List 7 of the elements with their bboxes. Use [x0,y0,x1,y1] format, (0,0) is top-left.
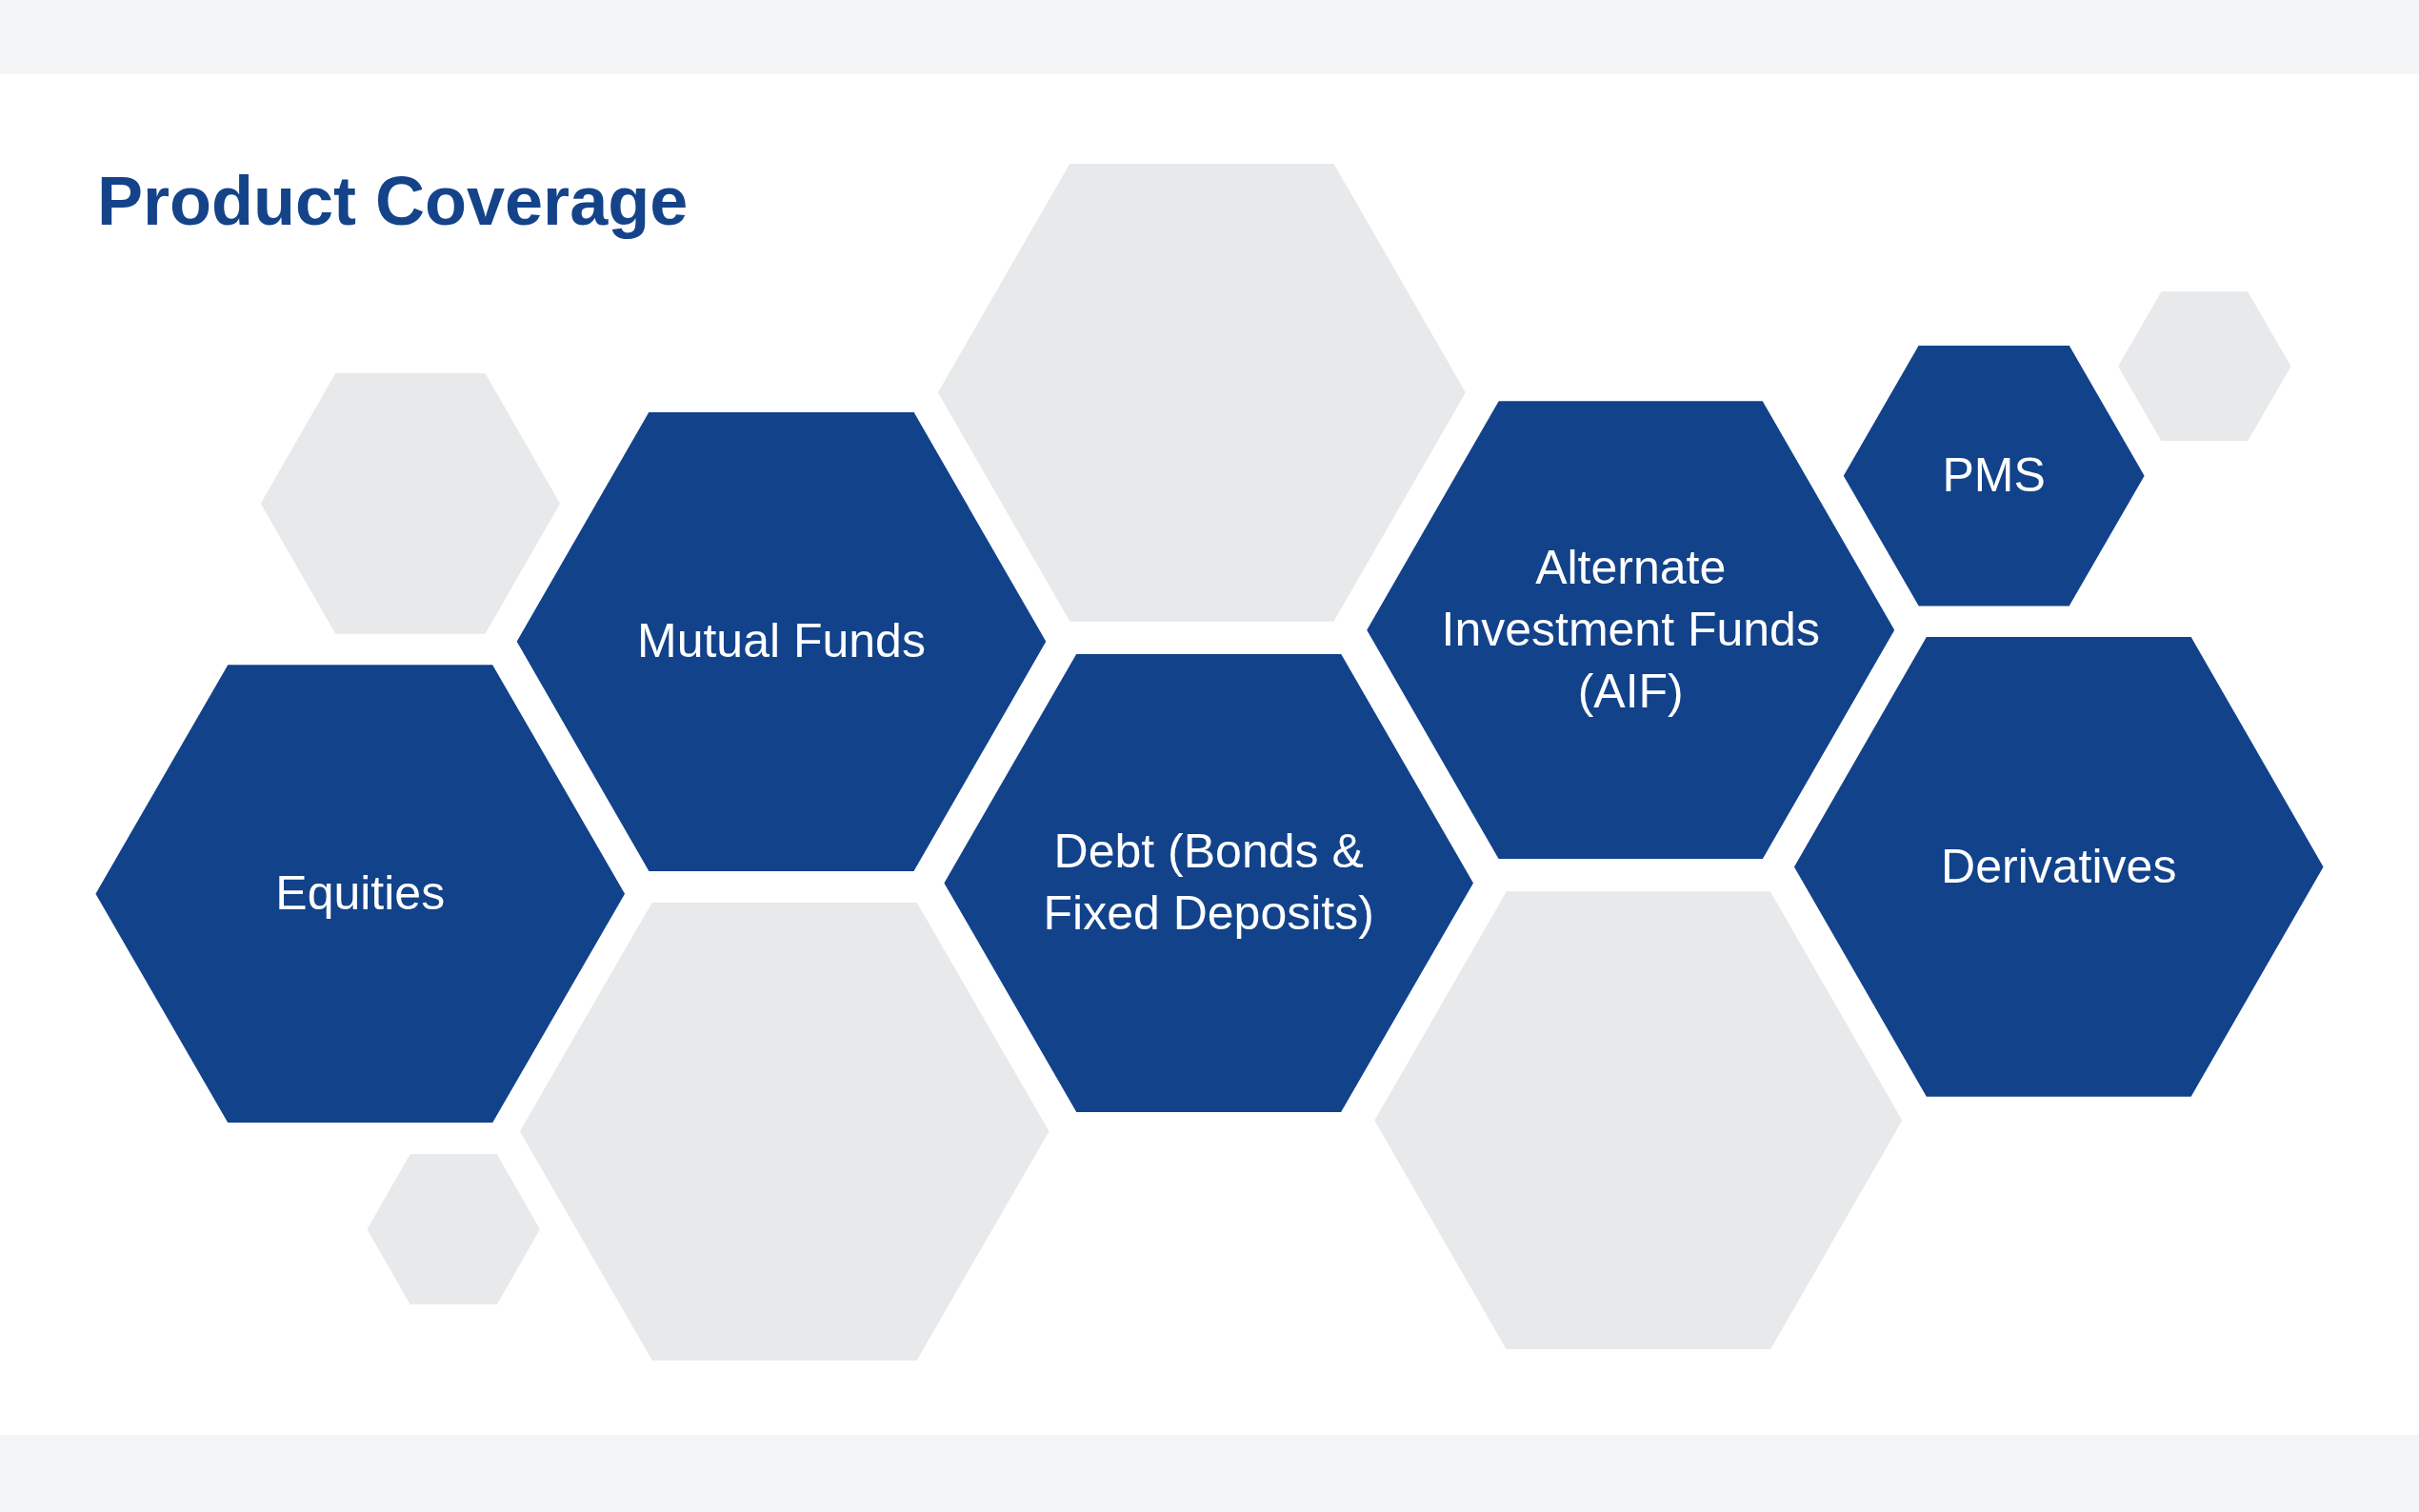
tile-label: PMS [1942,448,2046,505]
tile-label: Equities [275,865,446,923]
tile-label: Alternate Investment Funds (AIF) [1440,540,1821,721]
tile-label: Debt (Bonds & Fixed Deposits) [1042,824,1375,943]
title: Product Coverage [97,162,689,241]
tile-label: Derivatives [1941,838,2177,895]
tile-label: Mutual Funds [637,613,926,670]
